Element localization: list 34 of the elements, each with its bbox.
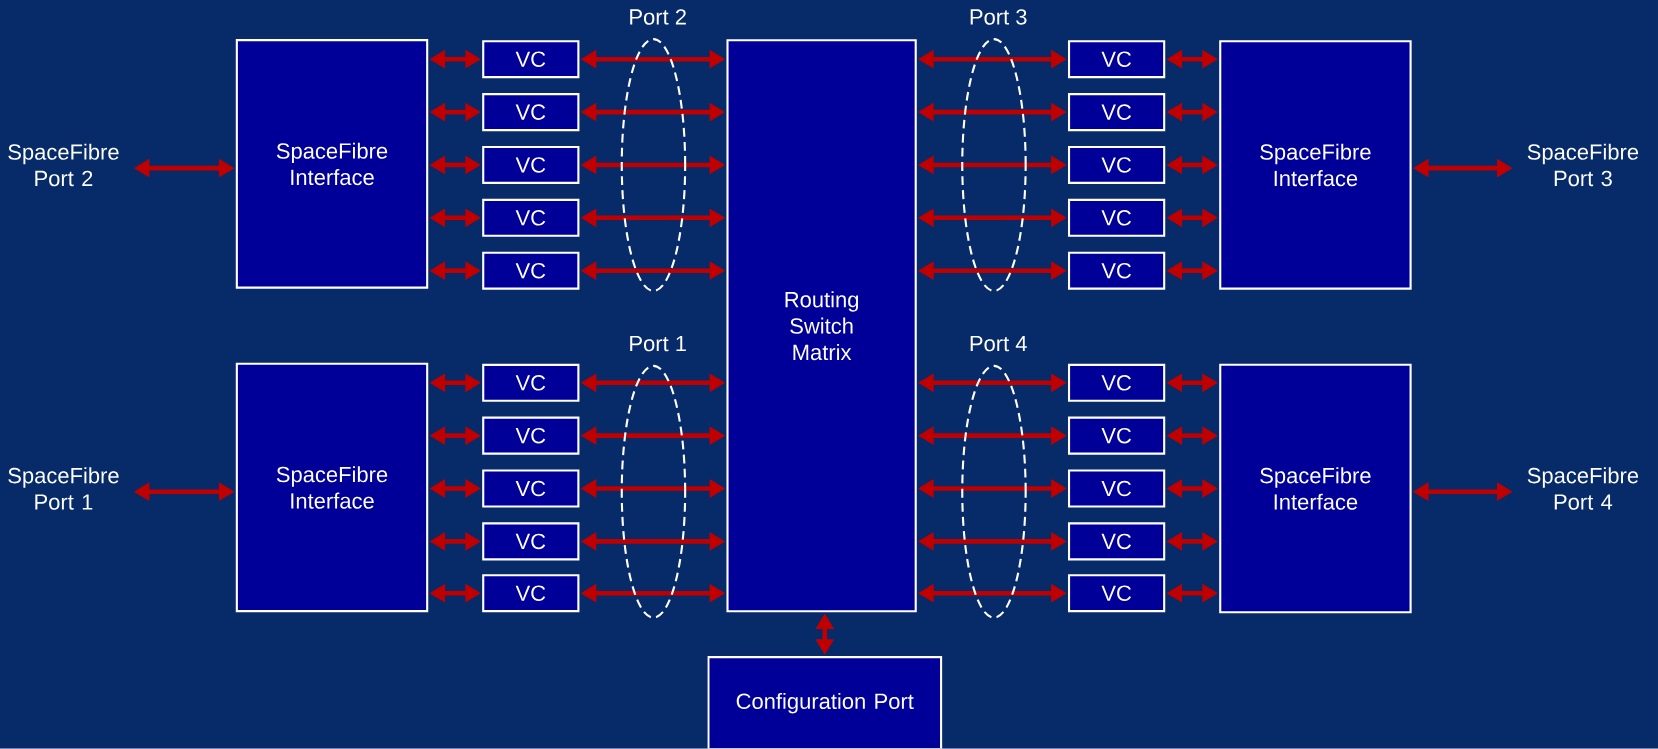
vc-box: VC (482, 363, 580, 402)
vc-box: VC (1068, 146, 1166, 185)
vc-box: VC (1068, 469, 1166, 508)
vc-box: VC (482, 416, 580, 455)
vc-box: VC (1068, 93, 1166, 132)
block-box: SpaceFibre Interface (1219, 40, 1412, 290)
vc-box: VC (1068, 416, 1166, 455)
port-group-drawing: Port 4 (961, 336, 1027, 619)
vc-box: VC (482, 198, 580, 237)
port-label: SpaceFibre Port 1 (8, 467, 119, 510)
vc-box: VC (482, 251, 580, 290)
vc-box: VC (1068, 363, 1166, 402)
port-label: SpaceFibre Port 2 (8, 143, 119, 187)
vc-box: VC (1068, 198, 1166, 237)
block-box: SpaceFibre Interface (235, 39, 429, 289)
vc-box: VC (482, 93, 580, 132)
vc-box: VC (1068, 40, 1166, 79)
block-box: SpaceFibre Interface (1219, 363, 1412, 614)
vc-box: VC (482, 40, 580, 79)
block-box: SpaceFibre Interface (235, 362, 429, 613)
vc-box: VC (482, 522, 580, 561)
vc-box: VC (1068, 574, 1166, 613)
vc-box: VC (482, 146, 580, 185)
vc-box: VC (482, 469, 580, 508)
vc-box: VC (1068, 251, 1166, 290)
vc-box: VC (1068, 522, 1166, 561)
port-group-drawing: Port 2 (620, 9, 687, 293)
vc-box: VC (482, 574, 580, 613)
block-box: Routing Switch Matrix (726, 39, 917, 613)
port-group-drawing: Port 1 (620, 336, 687, 619)
port-label: SpaceFibre Port 4 (1527, 467, 1639, 510)
port-group-drawing: Port 3 (961, 9, 1027, 293)
port-label: SpaceFibre Port 3 (1527, 143, 1639, 187)
block-box: Configuration Port (707, 656, 943, 749)
